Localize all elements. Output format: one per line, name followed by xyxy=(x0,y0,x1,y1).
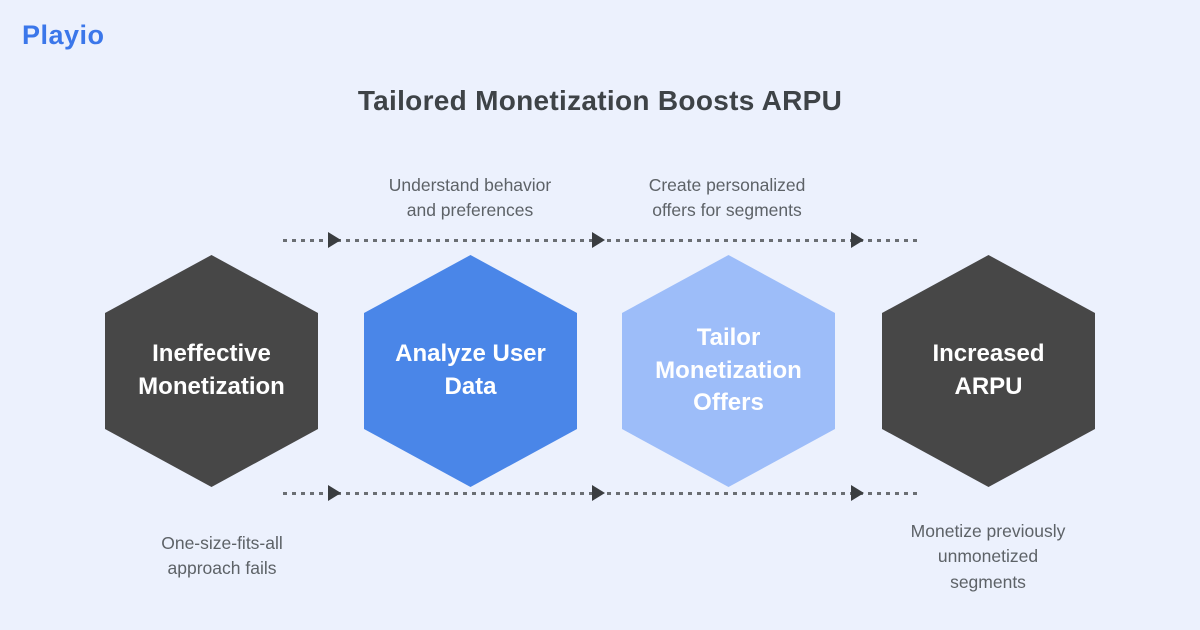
annotation-line: Create personalized xyxy=(648,175,806,195)
hexagon-step-analyze-user-data: Analyze User Data xyxy=(364,255,577,487)
hexagon-label-line: Increased xyxy=(932,340,1045,368)
hexagon-step-label: Increased ARPU xyxy=(922,338,1054,404)
annotation-line: unmonetized xyxy=(937,546,1039,567)
annotation-line: Understand behavior xyxy=(388,175,552,195)
hexagon-step-label: Ineffective Monetization xyxy=(128,338,295,404)
flow-arrow-top xyxy=(283,232,917,248)
hexagon-label-line: Data xyxy=(444,373,497,400)
hexagon-label-line: Offers xyxy=(693,389,764,417)
hexagon-step-increased-arpu: Increased ARPU xyxy=(882,255,1095,487)
arrowhead-right-icon xyxy=(592,485,605,501)
arrowhead-right-icon xyxy=(851,232,864,248)
hexagon-label-line: Tailor xyxy=(696,323,761,351)
annotation-line: and preferences xyxy=(406,200,534,221)
annotation-line: Monetize previously xyxy=(910,521,1066,541)
hexagon-label-line: ARPU xyxy=(954,373,1023,400)
hexagon-label-line: Analyze User xyxy=(395,340,546,368)
annotation-one-size-fits-all: One-size-fits-all approach fails xyxy=(97,531,347,582)
arrowhead-right-icon xyxy=(851,485,864,501)
arrowhead-right-icon xyxy=(592,232,605,248)
page-title: Tailored Monetization Boosts ARPU xyxy=(357,85,843,116)
hexagon-step-tailor-monetization-offers: Tailor Monetization Offers xyxy=(622,255,835,487)
hexagon-step-label: Analyze User Data xyxy=(385,338,556,404)
annotation-line: approach fails xyxy=(167,558,277,579)
flow-arrow-bottom xyxy=(283,485,917,501)
hexagon-step-label: Tailor Monetization Offers xyxy=(645,322,812,421)
annotation-create-offers: Create personalized offers for segments xyxy=(602,173,852,224)
annotation-understand-behavior: Understand behavior and preferences xyxy=(345,173,595,224)
annotation-monetize-segments: Monetize previously unmonetized segments xyxy=(888,519,1088,595)
arrowhead-right-icon xyxy=(328,232,341,248)
hexagon-label-line: Monetization xyxy=(138,373,285,400)
playio-logo: Playio xyxy=(22,20,105,50)
annotation-line: One-size-fits-all xyxy=(161,533,283,553)
annotation-line: segments xyxy=(950,571,1026,592)
hexagon-label-line: Monetization xyxy=(655,356,802,384)
arrowhead-right-icon xyxy=(328,485,341,501)
hexagon-step-ineffective-monetization: Ineffective Monetization xyxy=(105,255,318,487)
hexagon-label-line: Ineffective xyxy=(152,340,271,368)
annotation-line: offers for segments xyxy=(652,200,802,221)
